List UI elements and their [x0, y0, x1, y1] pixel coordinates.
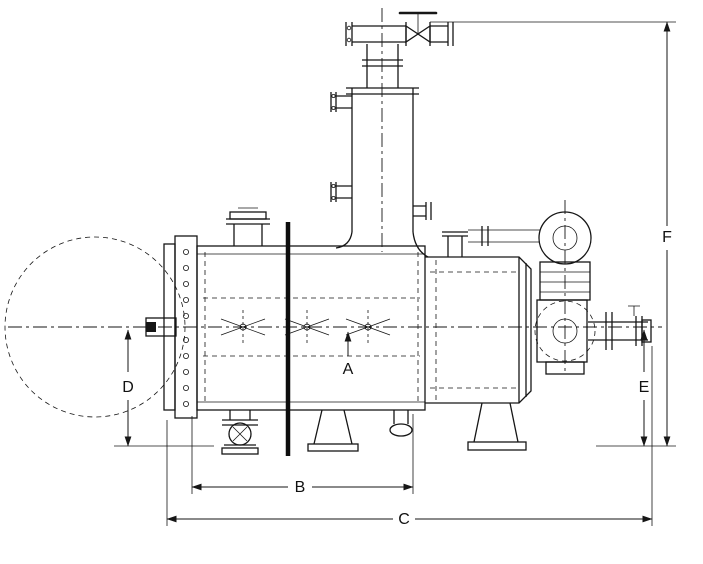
- dim-label-c: C: [398, 511, 410, 528]
- dim-label-e: E: [639, 379, 650, 396]
- top-bearing-housing: [538, 211, 592, 265]
- drive-assembly: [534, 211, 652, 375]
- bottom-drain: [389, 410, 413, 437]
- manhole-nozzle: [226, 207, 270, 246]
- vessel-right-section: [425, 226, 540, 404]
- column-left-nozzle-upper: [330, 92, 352, 112]
- pipe-after-valve: [430, 22, 454, 46]
- column-to-vessel-transition: [335, 231, 429, 258]
- valve: [398, 11, 438, 46]
- column-top-flange: [346, 87, 419, 95]
- dim-label-f: F: [662, 229, 672, 246]
- bottom-fittings: [221, 402, 527, 455]
- dashed-circle: [4, 236, 186, 418]
- top-piping: [345, 11, 454, 88]
- dim-label-b: B: [295, 479, 306, 496]
- shaft-end: [146, 322, 156, 332]
- column-shell: [351, 88, 414, 232]
- dim-b-extensions: [191, 414, 414, 494]
- condenser-column: [330, 87, 432, 258]
- dim-label-d: D: [122, 379, 134, 396]
- agitator-paddles: [220, 310, 391, 344]
- flange-bolts: [182, 248, 189, 407]
- discharge-valve: [221, 410, 259, 455]
- flange-backplate: [163, 243, 176, 411]
- shell-outline: [196, 245, 426, 411]
- top-pipe-flange: [481, 226, 489, 246]
- blind-flange: [345, 22, 353, 46]
- dim-c-extensions: [166, 346, 653, 526]
- column-left-nozzle-lower: [330, 182, 352, 202]
- right-top-nozzle: [442, 231, 468, 257]
- top-pipe-run: [468, 229, 540, 243]
- column-right-nozzle: [413, 202, 432, 220]
- vessel-shell: [196, 207, 426, 456]
- gland-dashed-circle: [534, 300, 596, 362]
- dimensions: A B C D E F: [114, 21, 676, 528]
- right-shell-outline: [425, 256, 532, 404]
- dim-label-a: A: [343, 361, 354, 378]
- top-bearing-inner: [552, 225, 578, 251]
- output-shaft: [588, 305, 652, 350]
- gland-stack: [536, 261, 591, 375]
- support-leg-left: [307, 409, 359, 452]
- centerlines: [8, 8, 662, 372]
- right-internal-dashed: [430, 260, 516, 400]
- vessel-end-view-circle: [4, 236, 186, 418]
- horizontal-pipe: [352, 25, 406, 43]
- support-leg-right: [467, 402, 527, 451]
- end-flange-lines: [518, 257, 527, 403]
- riser-flange: [362, 59, 403, 67]
- gland-inner-circle: [552, 318, 578, 344]
